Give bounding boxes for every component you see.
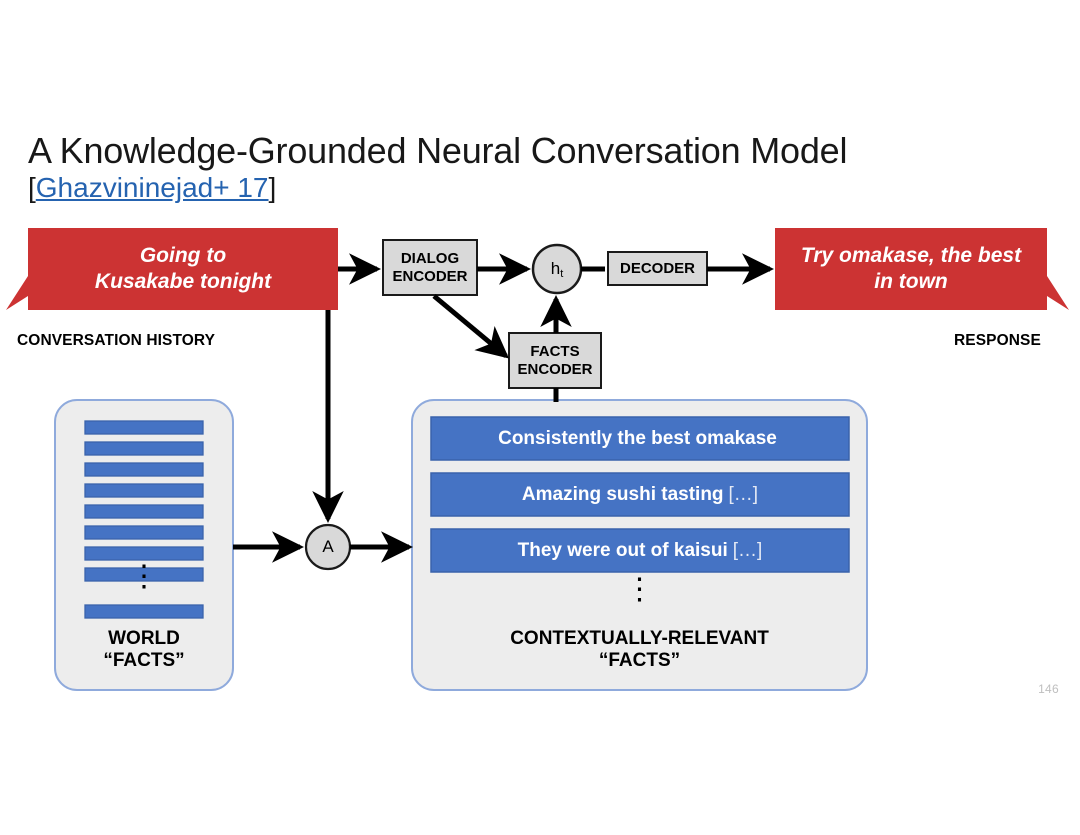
- attention-node: A: [306, 525, 350, 569]
- contextual-fact-ellipsis: […]: [728, 483, 759, 505]
- response-line-2: in town: [874, 270, 948, 293]
- contextual-fact-bar: [430, 528, 850, 573]
- contextual-facts-ellipsis: ⋮: [624, 573, 655, 606]
- hidden-state-label: ht: [533, 245, 581, 293]
- hidden-state-symbol: h: [550, 259, 561, 278]
- contextual-facts-caption-line-1: CONTEXTUALLY-RELEVANT: [510, 628, 769, 649]
- conversation-history-banner-text: Going to Kusakabe tonight: [28, 228, 338, 310]
- dialog-encoder-line-2: ENCODER: [392, 267, 468, 285]
- contextual-fact-item[interactable]: Consistently the best omakase: [431, 417, 849, 460]
- contextual-fact-label: Amazing sushi tasting: [521, 483, 724, 505]
- facts-encoder-label: FACTS ENCODER: [509, 333, 601, 388]
- response-caption: RESPONSE: [954, 332, 1041, 349]
- citation-open-bracket: [: [28, 172, 36, 204]
- contextual-fact-item[interactable]: They were out of kaisui[…]: [431, 529, 849, 572]
- hidden-state-node: ht: [533, 245, 581, 293]
- contextual-fact-bar: [430, 416, 850, 461]
- title-block: A Knowledge-Grounded Neural Conversation…: [28, 130, 1018, 204]
- response-banner: Try omakase, the best in town: [775, 228, 1047, 310]
- contextual-fact-text: Consistently the best omakase: [431, 417, 849, 460]
- conversation-history-banner-shape: [6, 228, 338, 310]
- arrow-dialog-encoder-to-facts-encoder: [432, 294, 510, 359]
- decoder-box: [607, 251, 708, 286]
- conversation-history-banner: Going to Kusakabe tonight: [28, 228, 338, 310]
- contextual-fact-text: Amazing sushi tasting[…]: [431, 473, 849, 516]
- citation: [Ghazvininejad+ 17]: [28, 172, 1018, 204]
- history-line-2: Kusakabe tonight: [94, 270, 272, 293]
- world-facts-caption-line-2: “FACTS”: [103, 650, 185, 672]
- citation-link[interactable]: Ghazvininejad+ 17: [35, 172, 269, 204]
- world-facts-bar-group: [84, 420, 204, 619]
- citation-close-bracket: ]: [268, 172, 277, 204]
- contextual-facts-caption-line-2: “FACTS”: [598, 650, 681, 672]
- page-title: A Knowledge-Grounded Neural Conversation…: [28, 130, 848, 171]
- dialog-encoder-line-1: DIALOG: [400, 250, 460, 268]
- contextual-fact-label: Consistently the best omakase: [498, 427, 777, 449]
- dialog-encoder-module: DIALOG ENCODER: [383, 240, 477, 295]
- world-fact-bar: [84, 441, 204, 456]
- world-fact-bar: [84, 483, 204, 498]
- facts-encoder-line-2: ENCODER: [517, 360, 593, 378]
- contextual-facts-bar-group: [430, 416, 850, 573]
- facts-encoder-module: FACTS ENCODER: [509, 333, 601, 388]
- response-line-1: Try omakase, the best: [800, 244, 1022, 268]
- slide-number: 146: [1038, 682, 1059, 696]
- decoder-label: DECODER: [619, 259, 695, 277]
- contextual-fact-item[interactable]: Amazing sushi tasting[…]: [431, 473, 849, 516]
- facts-encoder-line-1: FACTS: [530, 343, 580, 361]
- world-fact-tail-bar: [84, 604, 204, 619]
- world-facts-ellipsis: ⋮: [129, 560, 159, 593]
- contextual-fact-bar: [430, 472, 850, 517]
- conversation-history-caption: CONVERSATION HISTORY: [17, 332, 216, 349]
- response-banner-shape: [775, 228, 1069, 310]
- world-fact-bar: [84, 420, 204, 435]
- world-fact-bar: [84, 546, 204, 561]
- contextual-facts-caption: CONTEXTUALLY-RELEVANT “FACTS”: [412, 628, 867, 673]
- contextual-fact-text: They were out of kaisui[…]: [431, 529, 849, 572]
- dialog-encoder-label: DIALOG ENCODER: [383, 240, 477, 295]
- world-fact-bar: [84, 567, 204, 582]
- response-banner-text: Try omakase, the best in town: [775, 228, 1047, 310]
- decoder-module: DECODER: [608, 252, 707, 285]
- world-fact-bar: [84, 462, 204, 477]
- history-line-1: Going to: [139, 244, 227, 268]
- contextual-fact-ellipsis: […]: [732, 539, 763, 561]
- world-fact-bar: [84, 525, 204, 540]
- world-facts-caption: WORLD “FACTS”: [55, 628, 233, 673]
- world-fact-bar: [84, 504, 204, 519]
- contextual-fact-label: They were out of kaisui: [517, 539, 728, 561]
- world-facts-caption-line-1: WORLD: [108, 628, 180, 649]
- hidden-state-subscript: t: [560, 268, 564, 280]
- attention-node-label: A: [322, 537, 334, 556]
